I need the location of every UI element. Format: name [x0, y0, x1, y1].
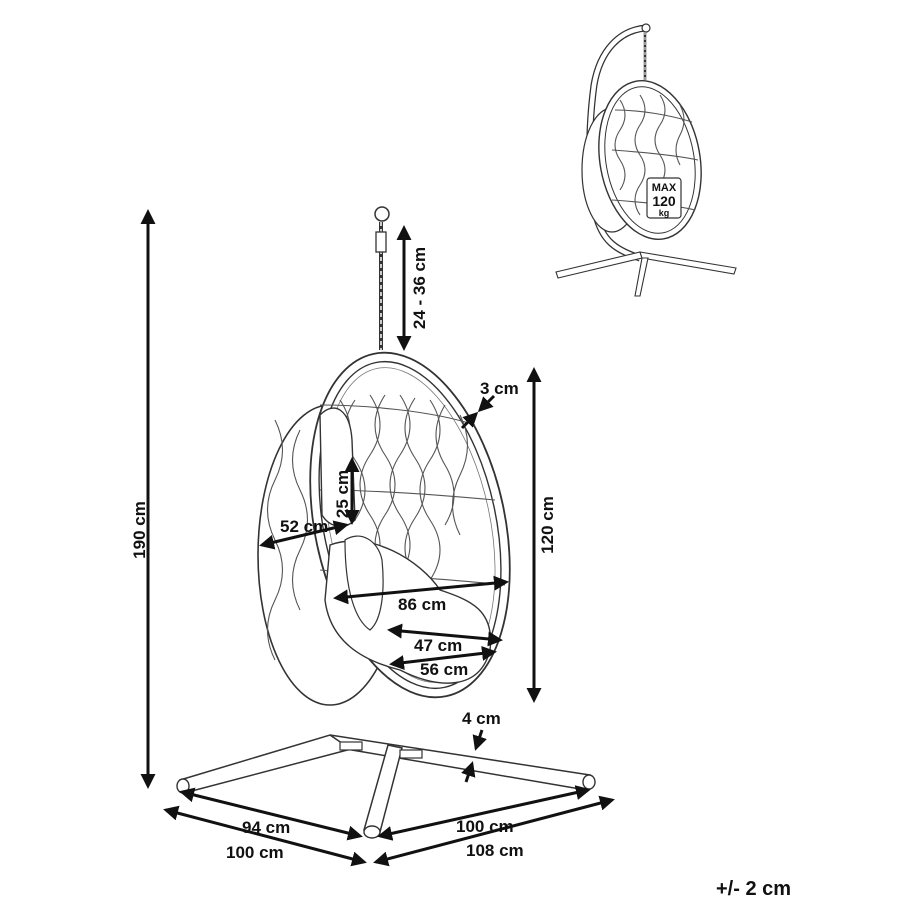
label-egg-width: 86 cm: [398, 595, 446, 614]
label-chain-length: 24 - 36 cm: [410, 247, 429, 329]
label-seat-inner: 47 cm: [414, 636, 462, 655]
label-seat-outer: 56 cm: [420, 660, 468, 679]
label-tube-diameter: 4 cm: [462, 709, 501, 728]
dimension-lines: [140, 209, 615, 867]
main-chair-illustration: [176, 206, 596, 839]
badge-line1: MAX: [652, 182, 677, 194]
dimension-labels: 190 cm 24 - 36 cm 120 cm 25 cm 3 cm 52 c…: [130, 247, 557, 862]
base-stand: [176, 734, 596, 839]
badge-line3: kg: [659, 208, 670, 218]
label-base-right-outer: 108 cm: [466, 841, 524, 860]
label-backrest-height: 25 cm: [333, 470, 352, 518]
thumbnail-chair-illustration: MAX 120 kg: [555, 23, 737, 297]
label-egg-height: 120 cm: [538, 496, 557, 554]
hanging-chain: [375, 222, 387, 350]
label-base-right-inner: 100 cm: [456, 817, 514, 836]
label-depth: 52 cm: [280, 517, 328, 536]
max-load-badge: [646, 177, 682, 219]
label-base-left-inner: 94 cm: [242, 818, 290, 837]
label-base-left-outer: 100 cm: [226, 843, 284, 862]
badge-line2: 120: [652, 193, 676, 209]
tolerance-note: +/- 2 cm: [716, 878, 792, 900]
label-height-total: 190 cm: [130, 501, 149, 559]
label-frame-thickness: 3 cm: [480, 379, 519, 398]
